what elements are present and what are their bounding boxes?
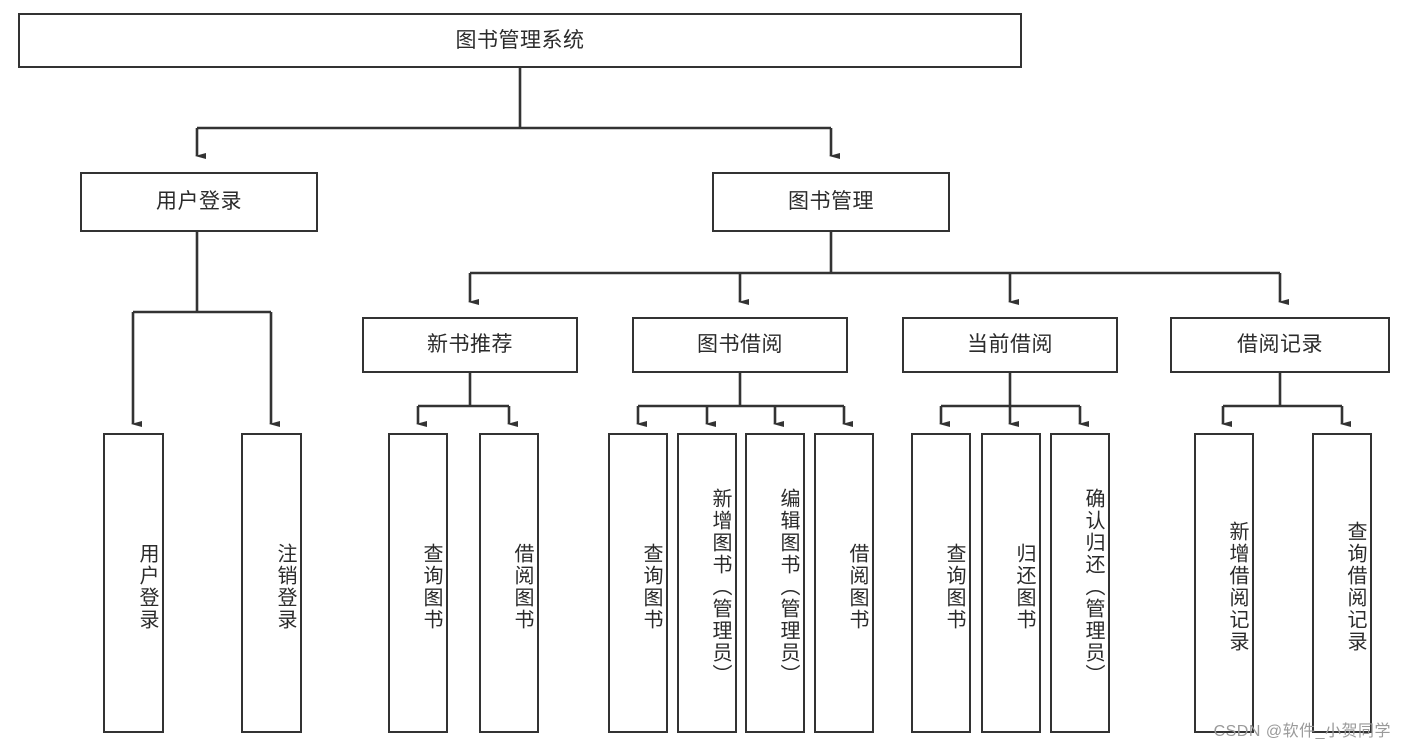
node-leaf-add-record-label: 新增借阅记录 [1226,521,1248,653]
node-leaf-edit-book[interactable]: 编辑图书（管理员） [745,433,805,733]
node-leaf-return-book-label: 归还图书 [1013,543,1035,631]
node-current-borrow[interactable]: 当前借阅 [902,317,1118,373]
node-leaf-add-record[interactable]: 新增借阅记录 [1194,433,1254,733]
node-leaf-return-book[interactable]: 归还图书 [981,433,1041,733]
node-leaf-add-book-label: 新增图书（管理员） [709,488,731,686]
node-leaf-query-book-2-label: 查询图书 [640,543,662,631]
node-user-login-label: 用户登录 [156,190,242,214]
node-leaf-query-record-label: 查询借阅记录 [1344,521,1366,653]
node-leaf-user-login[interactable]: 用户登录 [103,433,164,733]
node-leaf-logout-login-label: 注销登录 [274,543,296,631]
node-leaf-query-book-1-label: 查询图书 [420,543,442,631]
node-leaf-query-book-3-label: 查询图书 [943,543,965,631]
node-book-borrow[interactable]: 图书借阅 [632,317,848,373]
node-leaf-edit-book-label: 编辑图书（管理员） [777,488,799,686]
node-current-borrow-label: 当前借阅 [967,333,1053,357]
node-root-label: 图书管理系统 [455,28,585,52]
node-leaf-borrow-book-1[interactable]: 借阅图书 [479,433,539,733]
node-leaf-borrow-book-2[interactable]: 借阅图书 [814,433,874,733]
node-leaf-query-book-2[interactable]: 查询图书 [608,433,668,733]
node-book-manage[interactable]: 图书管理 [712,172,950,232]
node-book-borrow-label: 图书借阅 [697,333,783,357]
node-leaf-logout-login[interactable]: 注销登录 [241,433,302,733]
node-leaf-query-book-3[interactable]: 查询图书 [911,433,971,733]
node-leaf-borrow-book-1-label: 借阅图书 [511,543,533,631]
node-user-login[interactable]: 用户登录 [80,172,318,232]
node-leaf-confirm-return[interactable]: 确认归还（管理员） [1050,433,1110,733]
node-book-manage-label: 图书管理 [788,190,874,214]
watermark-text: CSDN @软件_小贺同学 [1213,723,1391,740]
node-leaf-confirm-return-label: 确认归还（管理员） [1082,488,1104,686]
node-leaf-user-login-label: 用户登录 [136,543,158,631]
node-borrow-record[interactable]: 借阅记录 [1170,317,1390,373]
node-borrow-record-label: 借阅记录 [1237,333,1323,357]
node-root[interactable]: 图书管理系统 [18,13,1022,68]
node-new-book-recommend-label: 新书推荐 [427,333,513,357]
node-leaf-borrow-book-2-label: 借阅图书 [846,543,868,631]
node-new-book-recommend[interactable]: 新书推荐 [362,317,578,373]
node-leaf-add-book[interactable]: 新增图书（管理员） [677,433,737,733]
node-leaf-query-book-1[interactable]: 查询图书 [388,433,448,733]
node-leaf-query-record[interactable]: 查询借阅记录 [1312,433,1372,733]
